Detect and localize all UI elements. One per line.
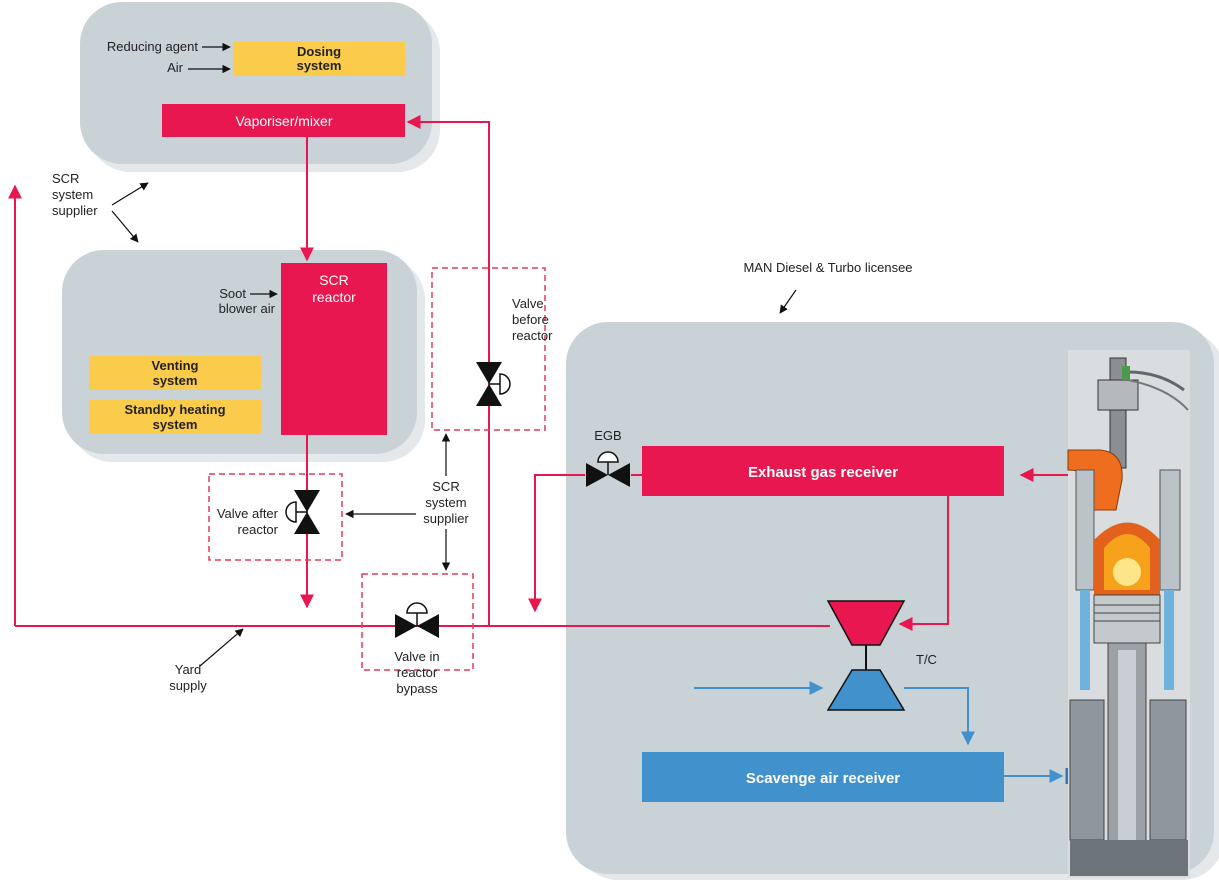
supplier-top-label-2: system: [52, 187, 93, 202]
pipe-egb-branch: [528, 474, 585, 613]
dosing-system-box: [233, 42, 405, 76]
valve-before-reactor-icon: [476, 362, 511, 406]
standby-heating-box: [89, 400, 261, 434]
pipe-riser-to-vaporiser: [406, 115, 490, 626]
soot-label-2: blower air: [219, 301, 276, 316]
yard-label-2: supply: [169, 678, 207, 693]
licensee-label: MAN Diesel & Turbo licensee: [743, 260, 912, 275]
pipe-compressor-to-scavenge: [904, 687, 975, 746]
soot-label-1: Soot: [219, 286, 246, 301]
dosing-label-1: Dosing: [297, 44, 341, 59]
valve-bypass-icon: [395, 602, 439, 638]
valve-before-label-3: reactor: [512, 328, 553, 343]
supplier-top-label-3: supplier: [52, 203, 98, 218]
engine-cross-section-illustration: [1067, 350, 1190, 878]
standby-label-2: system: [153, 417, 198, 432]
valve-before-label-2: before: [512, 312, 549, 327]
egb-label: EGB: [594, 428, 621, 443]
venting-system-box: [89, 356, 261, 390]
valve-before-label-1: Valve: [512, 296, 544, 311]
egb-valve-icon: [586, 451, 630, 487]
venting-label-2: system: [153, 373, 198, 388]
tc-label: T/C: [916, 652, 937, 667]
valve-after-reactor-icon: [285, 490, 320, 534]
dosing-label-2: system: [297, 58, 342, 73]
reactor-label-1: SCR: [319, 272, 349, 288]
air-label: Air: [167, 60, 184, 75]
scr-reactor-box: [281, 263, 387, 435]
supplier-mid-label-1: SCR: [432, 479, 459, 494]
exhaust-gas-receiver-box: [642, 446, 1004, 496]
supplier-mid-label-3: supplier: [423, 511, 469, 526]
venting-label-1: Venting: [152, 358, 199, 373]
vaporiser-label: Vaporiser/mixer: [236, 113, 333, 129]
valve-after-label-2: reactor: [238, 522, 279, 537]
supplier-mid-label-2: system: [425, 495, 466, 510]
reactor-label-2: reactor: [312, 289, 356, 305]
supplier-top-label-1: SCR: [52, 171, 79, 186]
valve-after-reactor-box: [208, 473, 343, 561]
valve-bypass-box: [361, 573, 474, 671]
valve-bypass-label-2: reactor: [397, 665, 438, 680]
exhaust-label: Exhaust gas receiver: [748, 464, 898, 481]
valve-bypass-label-1: Valve in: [394, 649, 439, 664]
valve-before-reactor-box: [431, 267, 546, 431]
turbocharger-icon: [826, 600, 906, 711]
dosing-panel: [80, 2, 432, 164]
scavenge-air-receiver-box: [642, 752, 1004, 802]
scavenge-label: Scavenge air receiver: [746, 770, 900, 787]
vaporiser-mixer-box: [162, 104, 405, 137]
reducing-agent-label: Reducing agent: [107, 39, 198, 54]
valve-after-label-1: Valve after: [217, 506, 279, 521]
yard-label-1: Yard: [175, 662, 202, 677]
standby-label-1: Standby heating: [124, 402, 225, 417]
pipe-exhaust-to-turbine: [898, 496, 949, 631]
valve-bypass-label-3: bypass: [396, 681, 438, 696]
